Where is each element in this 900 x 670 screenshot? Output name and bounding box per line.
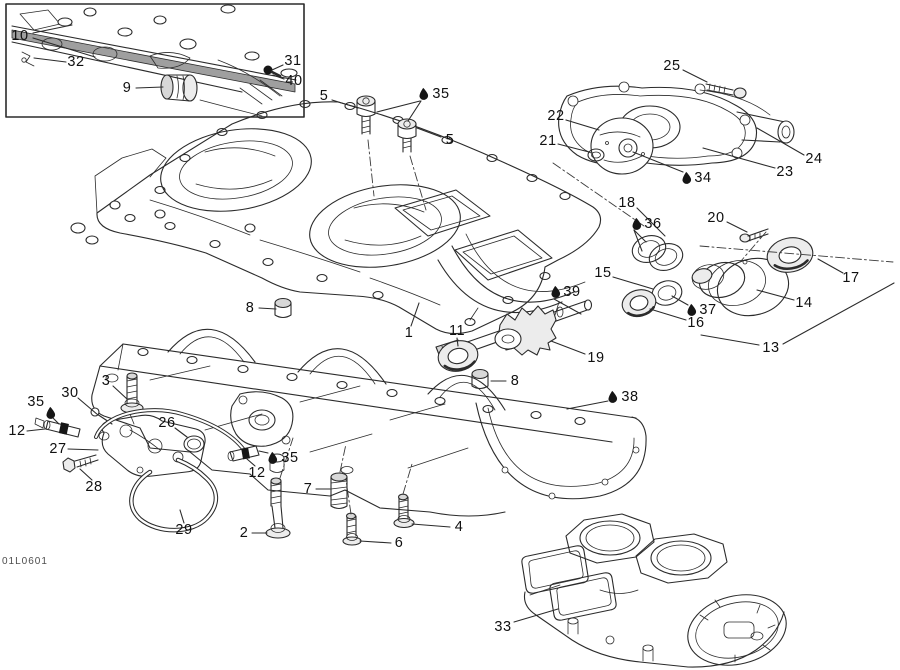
leader-line-35 bbox=[376, 100, 421, 113]
leader-line-11 bbox=[456, 337, 459, 347]
leader-line-35 bbox=[52, 417, 60, 425]
oring-21-drawing bbox=[587, 148, 605, 162]
leader-line-38 bbox=[566, 400, 609, 410]
leader-line-15 bbox=[612, 276, 654, 290]
leader-line-12 bbox=[26, 428, 46, 432]
water-pump-drawing bbox=[558, 81, 795, 175]
leader-line-4 bbox=[411, 523, 451, 528]
leader-line-36 bbox=[633, 229, 643, 252]
leader-line-5 bbox=[416, 127, 442, 138]
clutch-cover-drawing bbox=[687, 594, 787, 666]
bearing-11-drawing bbox=[437, 340, 479, 372]
leader-line-35 bbox=[407, 100, 422, 122]
leader-line-29 bbox=[179, 509, 185, 524]
plug-8-drawing bbox=[274, 297, 489, 390]
plug-9-drawing bbox=[160, 74, 198, 102]
leader-line-10 bbox=[32, 37, 96, 58]
bolt-20-drawing bbox=[739, 228, 769, 243]
leader-line-16 bbox=[649, 308, 687, 321]
leader-line-1 bbox=[410, 302, 420, 327]
leader-line-40 bbox=[272, 74, 285, 80]
oil-pump-drawing bbox=[34, 407, 260, 533]
bolt-31-drawing bbox=[263, 65, 298, 78]
leader-line-39 bbox=[553, 298, 582, 315]
leader-line-30 bbox=[77, 397, 99, 416]
alignment-lines bbox=[279, 139, 894, 515]
leader-line-19 bbox=[550, 340, 586, 355]
leader-line-13 bbox=[700, 334, 760, 346]
oring-26-drawing bbox=[183, 435, 205, 453]
leader-line-17 bbox=[817, 258, 844, 274]
pump-shaft-drawing bbox=[435, 299, 593, 372]
leader-line-22 bbox=[565, 119, 600, 131]
diagram-code: 01L0601 bbox=[2, 556, 48, 567]
leader-line-21 bbox=[557, 143, 590, 153]
leader-line-18 bbox=[636, 207, 666, 237]
leader-line-12 bbox=[246, 458, 256, 467]
leader-line-3 bbox=[112, 385, 128, 400]
fitting-12-drawing bbox=[34, 417, 81, 438]
leader-line-31 bbox=[271, 64, 284, 71]
bolts-drawing bbox=[120, 372, 415, 546]
seal-stack-drawing bbox=[621, 228, 814, 317]
leader-line-35 bbox=[258, 450, 269, 454]
leader-line-32 bbox=[33, 57, 67, 63]
leader-lines bbox=[26, 24, 895, 623]
lower-crankcase-drawing bbox=[91, 328, 647, 517]
bearing-housing-14-drawing bbox=[691, 257, 790, 317]
leader-line-20 bbox=[726, 221, 748, 233]
engine-assembly-drawing bbox=[521, 513, 787, 668]
leader-line-10 bbox=[32, 24, 73, 34]
leader-line-25 bbox=[682, 69, 708, 83]
leader-line-6 bbox=[359, 540, 392, 544]
bolt-25-drawing bbox=[705, 83, 747, 99]
leader-line-33 bbox=[513, 608, 559, 623]
leader-line-23 bbox=[702, 147, 776, 169]
leader-line-13 bbox=[782, 282, 895, 345]
bolt-28-drawing bbox=[62, 454, 99, 473]
leader-line-5 bbox=[331, 99, 359, 109]
leader-line-8 bbox=[258, 307, 277, 310]
impeller-22-drawing bbox=[590, 117, 654, 175]
leader-line-34 bbox=[632, 151, 684, 173]
leader-line-36 bbox=[633, 229, 647, 243]
leader-line-28 bbox=[79, 468, 93, 481]
nipple-12-drawing bbox=[227, 445, 260, 462]
leader-line-27 bbox=[67, 448, 99, 451]
leader-line-24 bbox=[756, 127, 805, 156]
leader-line-37 bbox=[671, 295, 689, 306]
upper-crankcase-drawing bbox=[70, 99, 602, 335]
clip-32-drawing bbox=[21, 51, 35, 67]
socket-screw-5-drawing bbox=[356, 95, 417, 153]
leader-line-26 bbox=[174, 427, 188, 438]
leader-line-14 bbox=[756, 289, 795, 301]
leader-line-9 bbox=[135, 86, 164, 89]
bearing-17-drawing bbox=[766, 237, 814, 273]
